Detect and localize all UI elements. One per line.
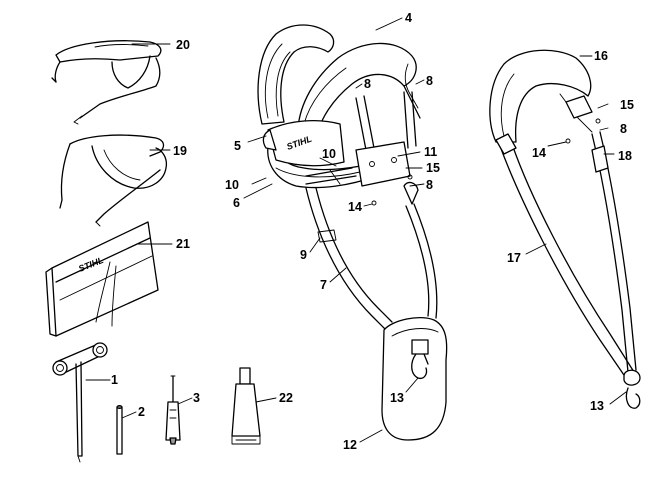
callout-4: 4 (405, 11, 412, 25)
callout-18: 18 (618, 149, 632, 163)
pin-2 (116, 405, 123, 455)
leader-lines (85, 17, 627, 443)
callout-17: 17 (507, 251, 521, 265)
callout-22: 22 (279, 391, 293, 405)
callout-16: 16 (594, 49, 608, 63)
combination-wrench-1 (52, 342, 108, 463)
callout-labels: 20 19 21 1 2 3 22 4 5 10 6 10 8 8 11 15 … (111, 11, 634, 452)
callout-8b: 8 (426, 74, 433, 88)
safety-glasses-19 (59, 134, 168, 227)
callout-7: 7 (320, 278, 327, 292)
callout-21: 21 (176, 237, 190, 251)
callout-3: 3 (193, 391, 200, 405)
shoulder-strap (489, 49, 641, 409)
safety-glasses-20 (51, 40, 162, 125)
callout-14b: 14 (532, 146, 546, 160)
callout-2: 2 (138, 405, 145, 419)
callout-12: 12 (343, 438, 357, 452)
callout-6: 6 (233, 196, 240, 210)
instruction-manual-21: STIHL (45, 221, 159, 337)
callout-15a: 15 (426, 161, 440, 175)
callout-8c: 8 (426, 178, 433, 192)
callout-19: 19 (173, 144, 187, 158)
callout-1: 1 (111, 373, 118, 387)
callout-15b: 15 (620, 98, 634, 112)
callout-20: 20 (176, 38, 190, 52)
callout-9: 9 (300, 248, 307, 262)
callout-8a: 8 (364, 77, 371, 91)
callout-8d: 8 (620, 122, 627, 136)
callout-10b: 10 (322, 147, 336, 161)
full-harness: STIHL (257, 24, 448, 441)
callout-14a: 14 (348, 200, 362, 214)
callout-11: 11 (424, 145, 437, 159)
callout-13a: 13 (390, 391, 404, 405)
screwdriver-3 (165, 375, 181, 445)
grease-tube-22 (231, 367, 261, 445)
callout-13b: 13 (590, 399, 604, 413)
callout-10a: 10 (225, 178, 239, 192)
callout-5: 5 (234, 139, 241, 153)
